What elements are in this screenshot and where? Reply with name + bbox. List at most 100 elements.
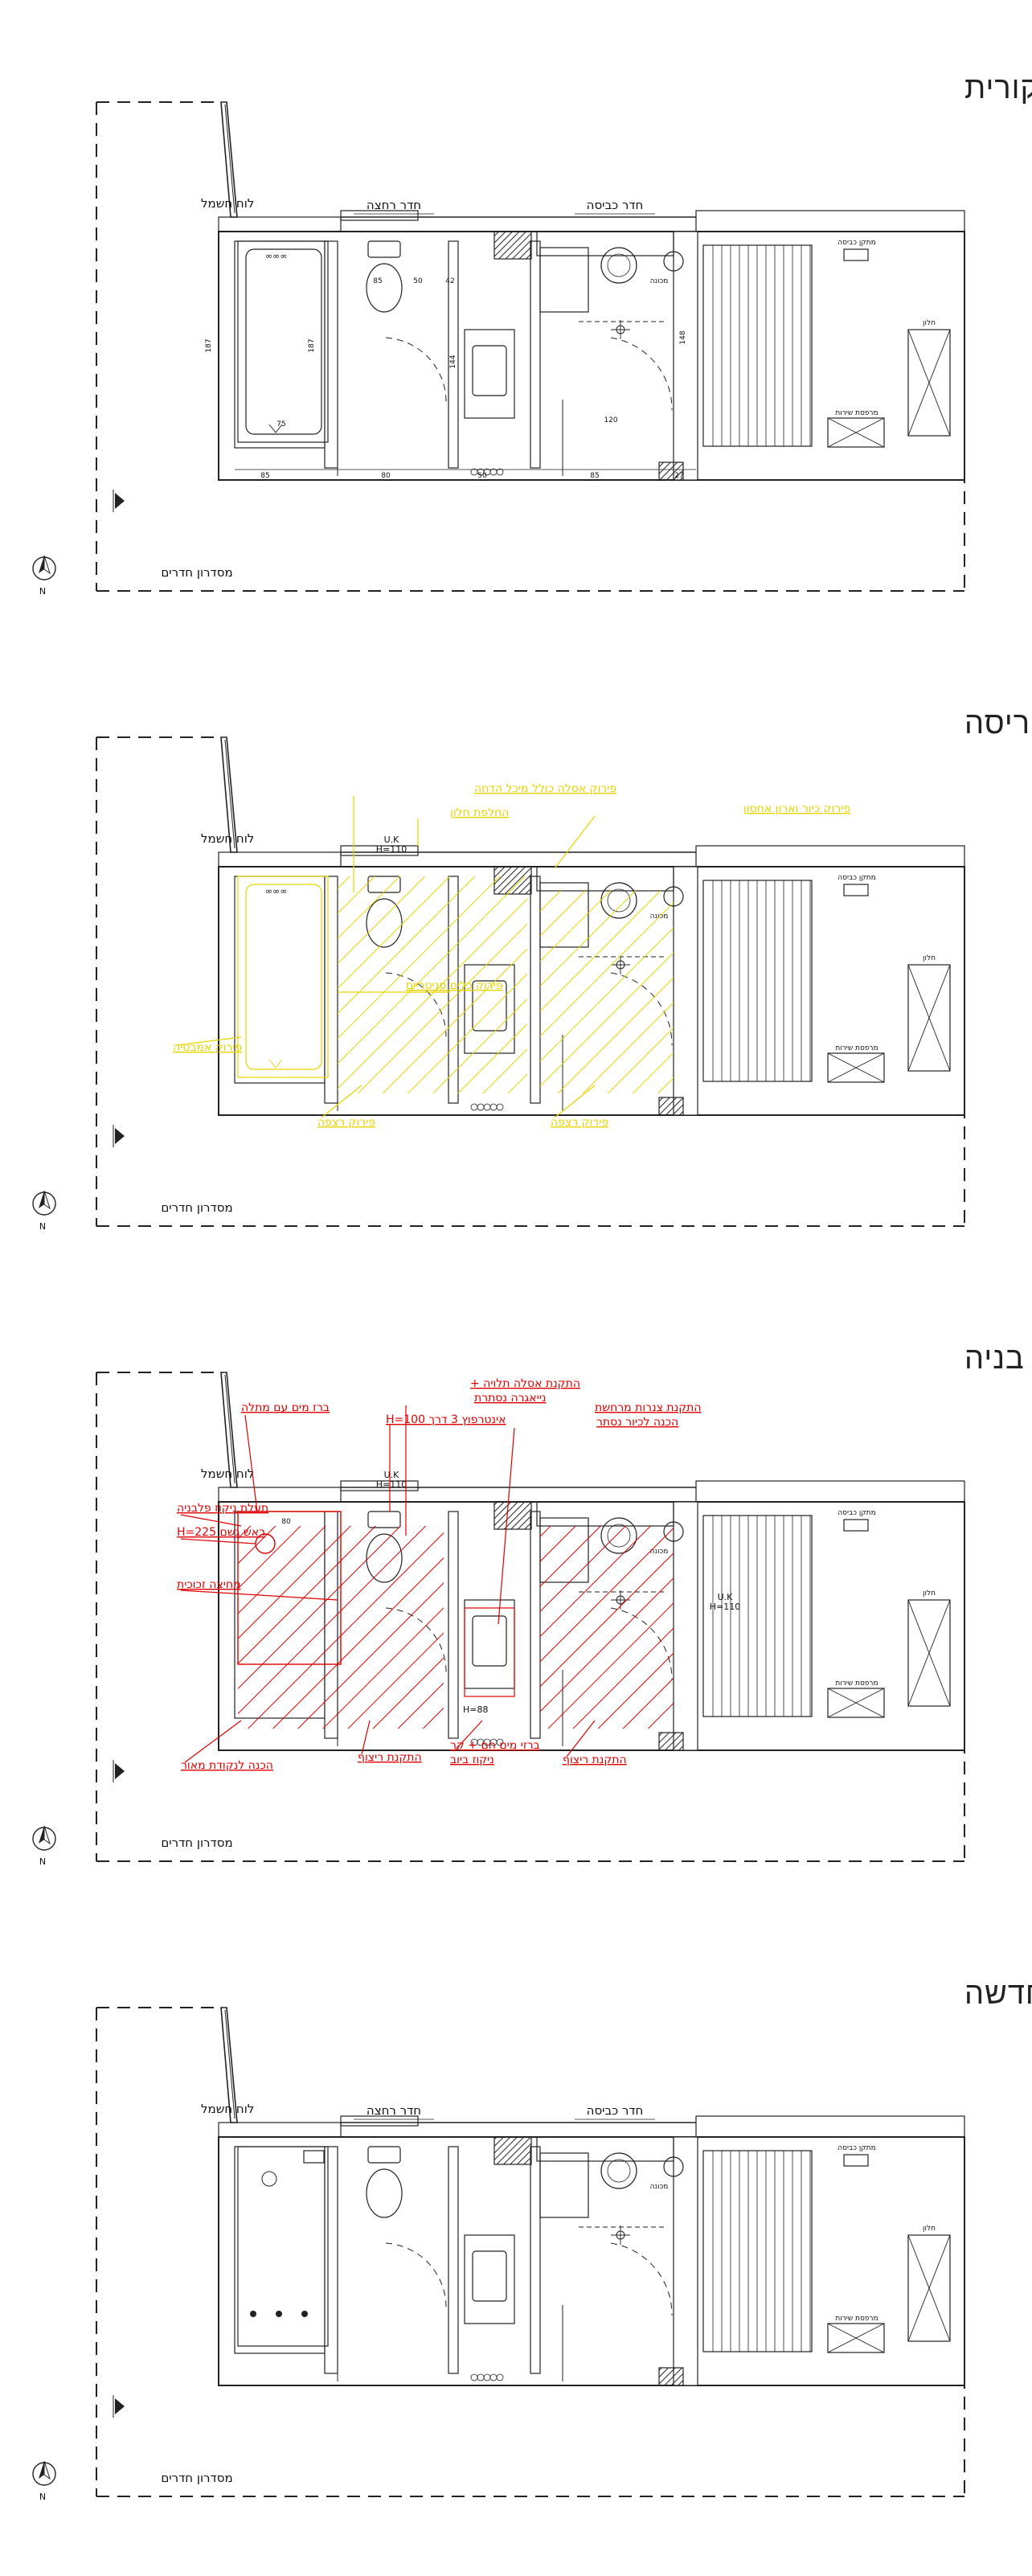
dryer-cross [827, 1052, 885, 1083]
leader-line [566, 1720, 596, 1758]
balcony-shade [702, 880, 813, 1082]
toilet-bowl-icon [366, 263, 403, 313]
floor-light-icon [250, 2311, 256, 2317]
sink-basin [472, 345, 507, 396]
shaft-line [224, 1374, 235, 1484]
room-bath-label: חדר רחצה [367, 2103, 421, 2118]
leader-line [554, 1085, 596, 1118]
north-arrow-outline-icon [43, 1825, 51, 1845]
window-label: חלון [923, 1589, 936, 1598]
laundry-top-wall [536, 231, 674, 256]
north-arrow-half-icon [39, 556, 44, 573]
valve-icon [496, 468, 504, 476]
entry-arrow-icon [115, 1128, 125, 1144]
balcony-box [843, 1519, 869, 1532]
dryer-box [827, 1052, 885, 1083]
shower-area [237, 2146, 329, 2347]
balcony-label: מרפסת שירות [835, 2315, 878, 2323]
floor-light-icon [301, 2311, 308, 2317]
dryer-box [827, 2323, 885, 2353]
dimension-value: 148 [679, 330, 687, 344]
build-note-wc: התקנת אסלה תלויה + [470, 1377, 580, 1390]
valve-icon [496, 1738, 504, 1746]
leader-line [180, 1589, 338, 1601]
column-top-hatch [493, 231, 532, 260]
balcony-label: מרפסת שירות [835, 409, 878, 417]
window-label: חלון [923, 319, 936, 327]
hanger-cross [907, 1599, 951, 1707]
bath-window [340, 1480, 419, 1491]
valve-icon [470, 2373, 478, 2381]
north-arrow-half-icon [39, 1826, 44, 1844]
north-wall-left [218, 216, 342, 232]
north-arrow-outline-icon [43, 555, 51, 575]
toilet-tank [367, 1511, 401, 1528]
washing-machine [539, 247, 589, 313]
north-arrow-outline-icon [43, 1190, 51, 1210]
electric-panel-label: לוח חשמל [201, 1466, 254, 1481]
uk-height-right: H=110 [710, 1602, 740, 1612]
balcony-box [843, 248, 869, 261]
bathtub-frame [237, 240, 329, 443]
sink-basin [472, 1615, 507, 1667]
partition-3 [530, 1511, 541, 1739]
leader-line [180, 1514, 242, 1527]
valve-icon [496, 2373, 504, 2381]
leader-line [244, 1414, 258, 1512]
electric-panel-label: לוח חשמל [201, 196, 254, 211]
hidden-sink-prep [464, 1607, 515, 1697]
valve-icon [483, 2373, 491, 2381]
bath-window [340, 845, 419, 856]
sheet-title: תוכנית בניה [964, 1340, 1032, 1376]
build-note-tiling-1: התקנת ריצוף [358, 1751, 422, 1764]
uk-label: U.K [384, 835, 400, 845]
laundry-top-wall [536, 866, 674, 892]
uk-height: H=110 [376, 1479, 407, 1490]
room-bath-label: חדר רחצה [367, 198, 421, 212]
uk-height: H=110 [376, 844, 407, 855]
balcony-shade [702, 2150, 813, 2352]
partition-3 [530, 2146, 541, 2374]
hanger-rack [907, 1599, 951, 1707]
demo-note-sanitary: פירוק כלים סניטריים [406, 979, 503, 992]
corridor-label: מסדרון חדרים [161, 1836, 232, 1850]
north-arrow-outline-icon [43, 2460, 51, 2480]
build-note-light: הכנה לנקודת מאור [181, 1759, 273, 1772]
build-note-interpoz: אינטרפוץ 3 דרך 100=H [386, 1413, 506, 1426]
bath-window [340, 210, 419, 221]
column-top-hatch [493, 1501, 532, 1530]
demo-note-window: החלפת חלון [450, 806, 509, 819]
shower-head-icon [261, 2171, 277, 2187]
washing-machine [539, 2152, 589, 2218]
north-letter: N [39, 1221, 46, 1232]
dimension-value: 120 [604, 416, 617, 425]
valve-icon [477, 2373, 485, 2381]
valve-icon [489, 1103, 498, 1111]
dryer-cross [827, 1688, 885, 1718]
sink-cabinet [464, 2234, 515, 2324]
entry-arrow-icon [115, 2398, 125, 2414]
door-swing [610, 2242, 673, 2316]
machine-label: מכונה [650, 2183, 669, 2191]
shower-niche [237, 1511, 342, 1665]
bathtub-frame [237, 876, 329, 1078]
dimension-value: 50 [477, 472, 487, 480]
build-note-pipes: התקנת צנרות מרחשת [595, 1401, 702, 1414]
bathtub-taps-icon: ∞∞∞ [265, 886, 288, 896]
shaft-line [224, 104, 235, 214]
bathtub [245, 248, 322, 435]
dimension-value: 80 [381, 472, 391, 480]
hanger-rack [907, 329, 951, 437]
dryer-drum-icon [600, 2152, 637, 2189]
partition-2 [448, 1511, 459, 1739]
demo-note-floor-2: פירוק רצפה [551, 1116, 608, 1129]
sink-basin [472, 2250, 507, 2302]
partition-1 [324, 240, 338, 469]
build-note-niagara: נייאגרה נסתרת [474, 1392, 547, 1405]
dimension-value: 27 [674, 472, 683, 480]
north-wall-left [218, 851, 342, 868]
balcony-label: מרפסת שירות [835, 1680, 878, 1688]
